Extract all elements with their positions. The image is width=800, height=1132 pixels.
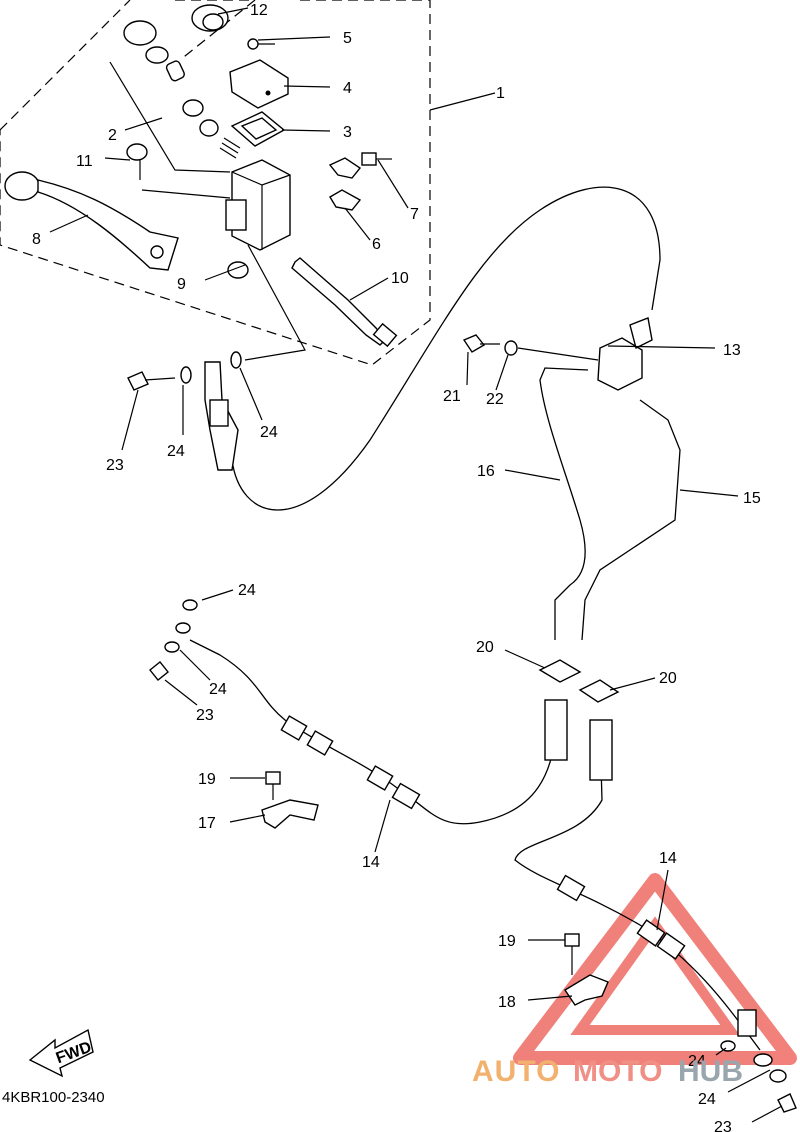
part-2-boot [123, 20, 241, 159]
label-14b: 14 [659, 850, 677, 867]
label-24f: 24 [698, 1091, 716, 1108]
label-13: 13 [723, 342, 741, 359]
label-1: 1 [496, 85, 505, 102]
label-24c: 24 [238, 582, 256, 599]
watermark-text: AUTO MOTO HUB [472, 1055, 743, 1088]
label-7: 7 [410, 206, 419, 223]
upper-brake-hose [204, 186, 661, 511]
watermark-hub: HUB [678, 1055, 743, 1088]
label-14a: 14 [362, 854, 380, 871]
label-17: 17 [198, 815, 216, 832]
leader-lines [49, 7, 496, 361]
diagram-code: 4KBR100-2340 [2, 1089, 105, 1106]
part-6-holder-clamp [328, 157, 362, 211]
label-20a: 20 [476, 639, 494, 656]
upper-banjo-parts [127, 351, 242, 391]
hose-clamp-18 [564, 933, 609, 1006]
lower-right-brake-hose [514, 719, 761, 1051]
label-4: 4 [343, 80, 352, 97]
part-5-screw [247, 38, 275, 50]
label-6: 6 [372, 236, 381, 253]
label-12: 12 [250, 2, 268, 19]
junction-block [462, 317, 653, 391]
label-3: 3 [343, 124, 352, 141]
label-23b: 23 [196, 707, 214, 724]
label-19a: 19 [198, 771, 216, 788]
label-22: 22 [486, 391, 504, 408]
pipe-brackets [538, 659, 620, 703]
label-23a: 23 [106, 457, 124, 474]
label-19b: 19 [498, 933, 516, 950]
part-12-boot [191, 4, 229, 32]
label-20b: 20 [659, 670, 677, 687]
callout-labels: 1 2 3 4 5 6 7 8 9 10 11 12 13 14 14 15 1… [32, 2, 761, 1132]
label-16: 16 [477, 463, 495, 480]
part-4-reservoir-cap [229, 59, 289, 109]
fwd-label: FWD [54, 1039, 94, 1067]
label-15: 15 [743, 490, 761, 507]
label-10: 10 [391, 270, 409, 287]
label-21: 21 [443, 388, 461, 405]
fwd-arrow: FWD [28, 1028, 94, 1078]
assembly-boundary [0, 0, 431, 366]
watermark-auto: AUTO [472, 1055, 560, 1088]
label-23c: 23 [714, 1119, 732, 1132]
label-2: 2 [108, 127, 117, 144]
label-24d: 24 [209, 681, 227, 698]
lower-right-banjo-parts [720, 1040, 797, 1113]
watermark-moto: MOTO [573, 1055, 662, 1088]
watermark-logo [513, 873, 797, 1065]
leader-lines-lower [121, 345, 783, 1123]
label-24b: 24 [260, 424, 278, 441]
part-3-diaphragm [230, 111, 286, 147]
part-11-pivot-bolt [126, 143, 148, 180]
label-5: 5 [343, 30, 352, 47]
label-18: 18 [498, 994, 516, 1011]
label-8: 8 [32, 231, 41, 248]
part-10-brake-switch [291, 257, 398, 348]
label-9: 9 [177, 276, 186, 293]
lower-left-brake-hose [189, 639, 568, 825]
part-8-brake-lever [4, 171, 179, 271]
master-cylinder-group [4, 4, 398, 348]
brake-pipes [539, 367, 681, 641]
label-24e: 24 [688, 1053, 706, 1070]
master-cylinder-body [225, 159, 291, 251]
part-7-bolt [361, 152, 392, 166]
label-24a: 24 [167, 443, 185, 460]
hose-clamp-17 [261, 771, 319, 829]
label-11: 11 [76, 153, 93, 170]
lower-left-banjo-parts [149, 599, 198, 681]
